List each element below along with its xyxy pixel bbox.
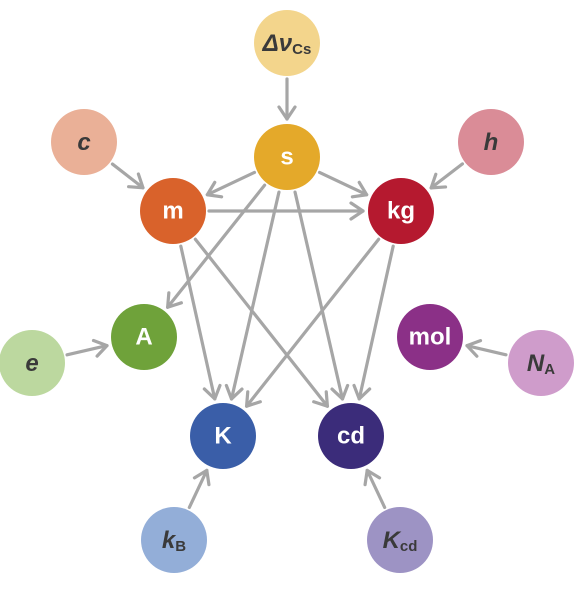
arrow-dnu-to-s: [277, 77, 297, 121]
arrow-s-to-m: [205, 170, 257, 199]
constant-circle: [141, 507, 207, 573]
constant-node-h: h: [458, 109, 524, 175]
constant-circle: [508, 330, 574, 396]
arrow-layer: [65, 77, 508, 510]
constant-symbol: h: [484, 129, 499, 156]
constant-subscript: cd: [400, 538, 418, 555]
constant-node-Kcd: Kcd: [367, 507, 433, 573]
constant-node-e: e: [0, 330, 65, 396]
constant-symbol: N: [527, 350, 545, 377]
constant-circle: [254, 10, 320, 76]
arrow-kg-to-cd: [352, 244, 395, 401]
arrow-m-to-K: [179, 244, 222, 401]
constant-symbol: e: [25, 350, 38, 377]
constant-circle: [51, 109, 117, 175]
unit-label: kg: [387, 198, 415, 225]
unit-circle: [140, 178, 206, 244]
arrow-NA-to-mol: [465, 339, 508, 358]
unit-label: K: [214, 423, 232, 450]
arrow-Kcd-to-cd: [363, 468, 387, 510]
constant-subscript: A: [544, 361, 555, 378]
arrow-s-to-kg: [317, 170, 369, 199]
arrow-h-to-kg: [429, 162, 465, 190]
unit-label: A: [135, 324, 152, 351]
unit-circle: [190, 403, 256, 469]
unit-node-mol: mol: [397, 304, 463, 370]
arrow-e-to-A: [65, 338, 109, 358]
unit-circle: [254, 124, 320, 190]
constant-node-dnu: ΔνCs: [254, 10, 320, 76]
unit-label: cd: [337, 423, 365, 450]
constant-node-c: c: [51, 109, 117, 175]
unit-node-kg: kg: [368, 178, 434, 244]
constant-circle: [0, 330, 65, 396]
unit-node-A: A: [111, 304, 177, 370]
arrow-kB-to-K: [187, 468, 211, 510]
arrow-c-to-m: [110, 162, 145, 190]
unit-label: mol: [409, 324, 452, 351]
arrow-s-to-K: [224, 190, 281, 401]
constant-subscript: B: [175, 538, 186, 555]
arrow-m-to-cd: [193, 237, 330, 408]
arrow-s-to-cd: [293, 190, 350, 401]
arrow-s-to-A: [166, 183, 267, 309]
unit-node-s: s: [254, 124, 320, 190]
constant-circle: [458, 109, 524, 175]
unit-node-m: m: [140, 178, 206, 244]
constant-node-NA: NA: [508, 330, 574, 396]
unit-label: m: [162, 198, 183, 225]
constant-node-kB: kB: [141, 507, 207, 573]
constant-symbol: K: [383, 527, 402, 554]
unit-circle: [111, 304, 177, 370]
constant-label: ΔνCs: [262, 30, 312, 58]
unit-label: s: [280, 144, 293, 171]
unit-circle: [318, 403, 384, 469]
unit-node-K: K: [190, 403, 256, 469]
constant-symbol: k: [162, 527, 177, 554]
constant-label: h: [484, 129, 499, 156]
constant-label: NA: [527, 350, 555, 378]
constant-symbol: Δν: [262, 30, 293, 57]
constant-symbol: c: [77, 129, 90, 156]
arrow-kg-to-K: [244, 237, 381, 408]
constant-label: Kcd: [383, 527, 418, 555]
unit-circle: [397, 304, 463, 370]
constant-subscript: Cs: [292, 41, 311, 58]
arrow-m-to-kg: [207, 201, 365, 221]
constant-circle: [367, 507, 433, 573]
constant-label: e: [25, 350, 38, 377]
constant-label: kB: [162, 527, 186, 555]
constant-label: c: [77, 129, 90, 156]
unit-circle: [368, 178, 434, 244]
unit-node-cd: cd: [318, 403, 384, 469]
